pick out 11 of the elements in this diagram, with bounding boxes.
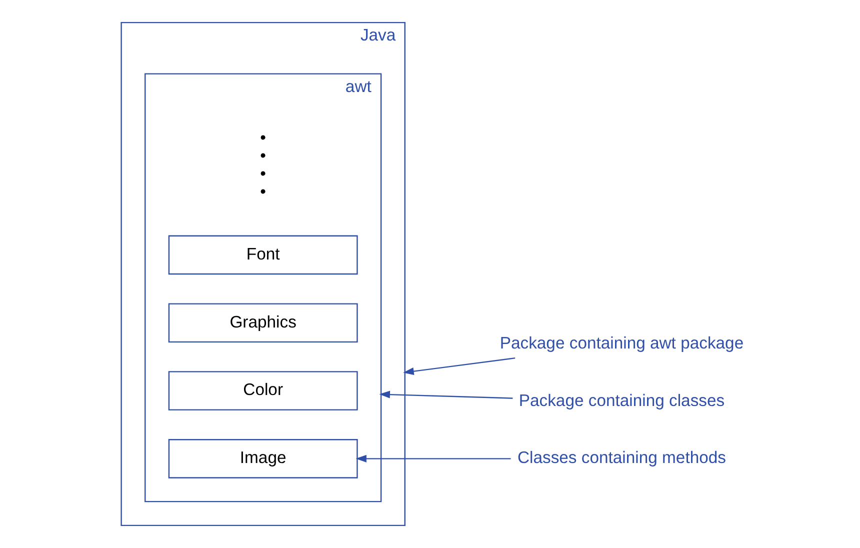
node-text: Classes containing methods	[516, 448, 726, 468]
node-box: Image	[168, 439, 358, 478]
node-box: Graphics	[168, 303, 358, 343]
node-text: Package containing awt package	[499, 334, 744, 353]
node-box: Font	[168, 235, 358, 275]
node-text: Package containing classes	[518, 390, 724, 410]
label: • • • •	[260, 128, 266, 201]
arrow	[378, 390, 512, 399]
node-box: Color	[168, 371, 358, 410]
arrow	[355, 454, 510, 462]
arrow	[402, 357, 515, 375]
